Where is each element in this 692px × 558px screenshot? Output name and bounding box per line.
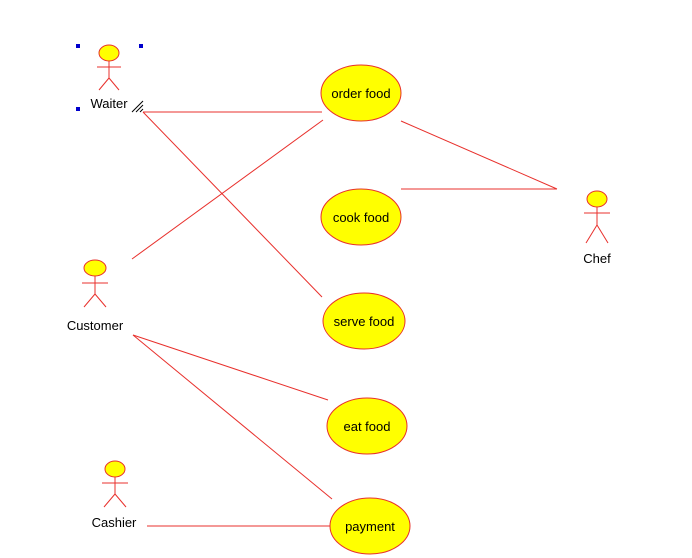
association-waiter-serve-food[interactable] bbox=[142, 111, 323, 298]
use-case-label-order-food: order food bbox=[331, 86, 390, 101]
use-case-ellipse bbox=[320, 64, 402, 122]
selection-handle-top-right[interactable] bbox=[139, 44, 143, 48]
use-case-label-cook-food: cook food bbox=[333, 210, 389, 225]
use-case-label-payment: payment bbox=[345, 519, 395, 534]
association-customer-payment[interactable] bbox=[132, 334, 333, 500]
association-customer-order-food[interactable] bbox=[131, 119, 324, 260]
use-case-cook-food[interactable]: cook food bbox=[320, 188, 402, 246]
use-case-label-eat-food: eat food bbox=[344, 419, 391, 434]
actor-label-chef: Chef bbox=[583, 251, 611, 266]
actor-chef[interactable] bbox=[584, 190, 610, 244]
actor-label-waiter: Waiter bbox=[90, 96, 128, 111]
selection-handle-top-left[interactable] bbox=[76, 44, 80, 48]
actor-left-leg bbox=[103, 493, 116, 508]
use-case-ellipse bbox=[320, 188, 402, 246]
use-case-ellipse bbox=[326, 397, 408, 455]
actor-left-leg bbox=[83, 293, 96, 308]
actor-right-leg bbox=[94, 293, 107, 308]
use-case-ellipse bbox=[329, 497, 411, 555]
actor-head bbox=[98, 44, 120, 62]
selection-handle-bottom-left[interactable] bbox=[76, 107, 80, 111]
actor-right-leg bbox=[108, 77, 120, 91]
association-chef-order-food[interactable] bbox=[400, 120, 558, 190]
use-case-eat-food[interactable]: eat food bbox=[326, 397, 408, 455]
actor-cashier[interactable] bbox=[102, 460, 128, 508]
use-case-order-food[interactable]: order food bbox=[320, 64, 402, 122]
actor-head bbox=[83, 259, 107, 277]
association-customer-eat-food[interactable] bbox=[132, 334, 329, 401]
use-case-payment[interactable]: payment bbox=[329, 497, 411, 555]
actor-right-leg bbox=[114, 493, 127, 508]
actor-left-leg bbox=[98, 77, 110, 91]
use-case-ellipse bbox=[322, 292, 406, 350]
actor-head bbox=[586, 190, 608, 208]
actor-label-customer: Customer bbox=[67, 318, 124, 333]
actor-waiter[interactable] bbox=[97, 44, 121, 91]
actor-label-cashier: Cashier bbox=[92, 515, 137, 530]
actor-head bbox=[104, 460, 126, 478]
use-case-label-serve-food: serve food bbox=[334, 314, 395, 329]
actor-customer[interactable] bbox=[82, 259, 108, 308]
actor-right-leg bbox=[596, 224, 609, 244]
resize-grip-icon[interactable] bbox=[131, 100, 144, 113]
use-case-serve-food[interactable]: serve food bbox=[322, 292, 406, 350]
associations bbox=[131, 111, 558, 527]
actor-left-leg bbox=[585, 224, 598, 244]
